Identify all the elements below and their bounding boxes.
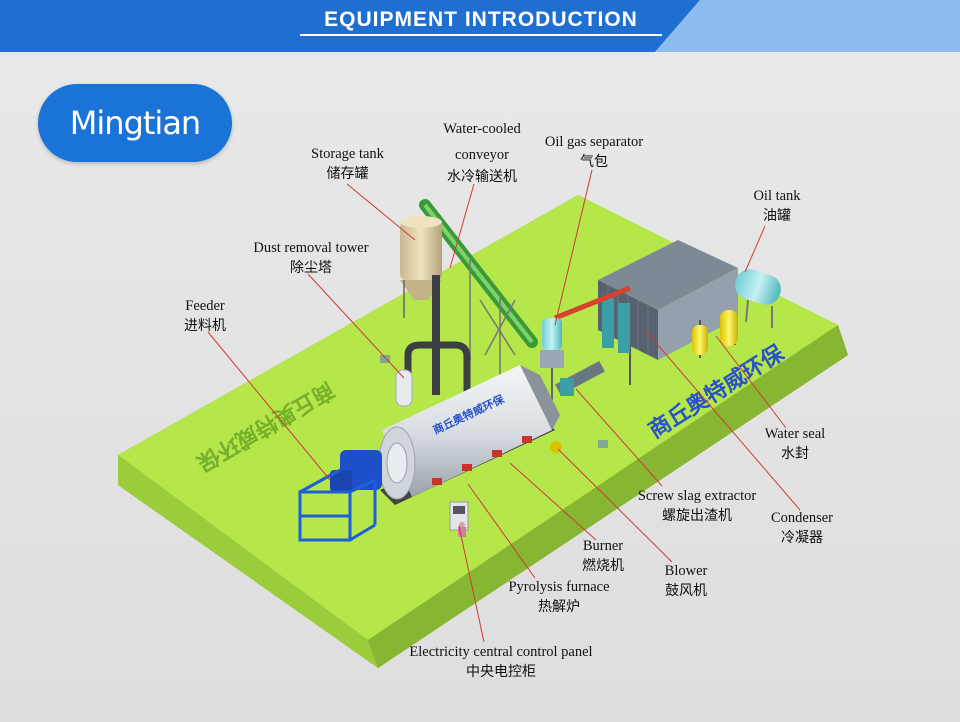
control-panel — [449, 501, 469, 537]
label-condenser: Condenser 冷凝器 — [760, 508, 844, 548]
feeder-cn: 进料机 — [184, 318, 226, 334]
header-banner — [0, 0, 960, 52]
water-seal-cn: 水封 — [781, 446, 809, 462]
condenser-en: Condenser — [770, 510, 833, 526]
condenser-columns — [602, 298, 630, 353]
dust-removal-tower-en: Dust removal tower — [253, 240, 369, 256]
oil-tank — [735, 269, 781, 328]
brand-logo: Mingtian — [38, 84, 232, 162]
pyrolysis-furnace-cn: 热解炉 — [538, 599, 580, 615]
dust-removal-tower-cn: 除尘塔 — [290, 260, 332, 276]
water-seal-en: Water seal — [764, 426, 826, 442]
water-seal-tanks — [692, 310, 738, 355]
label-oil-gas-separator: Oil gas separator 气包 — [534, 132, 654, 172]
blower-en: Blower — [664, 563, 708, 579]
screw-slag-extractor-en: Screw slag extractor — [637, 488, 757, 504]
brand-name: Mingtian — [69, 104, 201, 142]
feeder-en: Feeder — [185, 298, 225, 314]
water-cooled-conveyor-cn: 水冷输送机 — [447, 169, 517, 185]
pyrolysis-furnace-en: Pyrolysis furnace — [508, 579, 610, 595]
water-cooled-conveyor-en2: conveyor — [455, 147, 509, 163]
label-dust-removal-tower: Dust removal tower 除尘塔 — [238, 238, 384, 278]
leader-lines — [207, 169, 801, 643]
burner-en: Burner — [582, 538, 624, 554]
oil-tank-cn: 油罐 — [763, 208, 791, 224]
label-burner: Burner 燃烧机 — [572, 536, 634, 576]
storage-tank-cn: 储存罐 — [326, 166, 369, 182]
dust-removal-tower — [395, 275, 471, 407]
burner-cn: 燃烧机 — [582, 558, 624, 574]
label-water-seal: Water seal 水封 — [752, 424, 838, 464]
label-control-panel: Electricity central control panel 中央电控柜 — [386, 642, 616, 682]
label-water-cooled-conveyor: Water-cooled conveyor 水冷输送机 — [430, 118, 534, 188]
storage-tank-en: Storage tank — [311, 146, 384, 162]
feeder — [298, 468, 377, 542]
screw-slag-extractor-cn: 螺旋出渣机 — [662, 508, 732, 524]
pyrolysis-furnace: 商丘奥特威环保 — [378, 365, 560, 505]
water-cooled-conveyor — [419, 199, 538, 380]
blower-cn: 鼓风机 — [665, 583, 707, 599]
screw-slag-extractor — [555, 360, 605, 396]
label-pyrolysis-furnace: Pyrolysis furnace 热解炉 — [494, 577, 624, 617]
control-panel-cn: 中央电控柜 — [466, 664, 536, 680]
oil-gas-separator-cn: 气包 — [580, 154, 608, 170]
oil-gas-separator — [540, 285, 631, 400]
label-screw-slag-extractor: Screw slag extractor 螺旋出渣机 — [622, 486, 772, 526]
water-cooled-conveyor-en1: Water-cooled — [443, 121, 521, 137]
page-title: EQUIPMENT INTRODUCTION — [300, 8, 662, 36]
feeder-motor — [330, 450, 382, 492]
label-oil-tank: Oil tank 油罐 — [742, 186, 812, 226]
label-feeder: Feeder 进料机 — [172, 296, 238, 336]
label-blower: Blower 鼓风机 — [654, 561, 718, 601]
oil-tank-en: Oil tank — [753, 188, 801, 204]
control-panel-en: Electricity central control panel — [409, 644, 593, 660]
oil-gas-separator-en: Oil gas separator — [544, 134, 644, 150]
condenser-cn: 冷凝器 — [781, 530, 823, 546]
label-storage-tank: Storage tank 储存罐 — [300, 144, 395, 184]
floor-logo-marks — [380, 355, 608, 448]
